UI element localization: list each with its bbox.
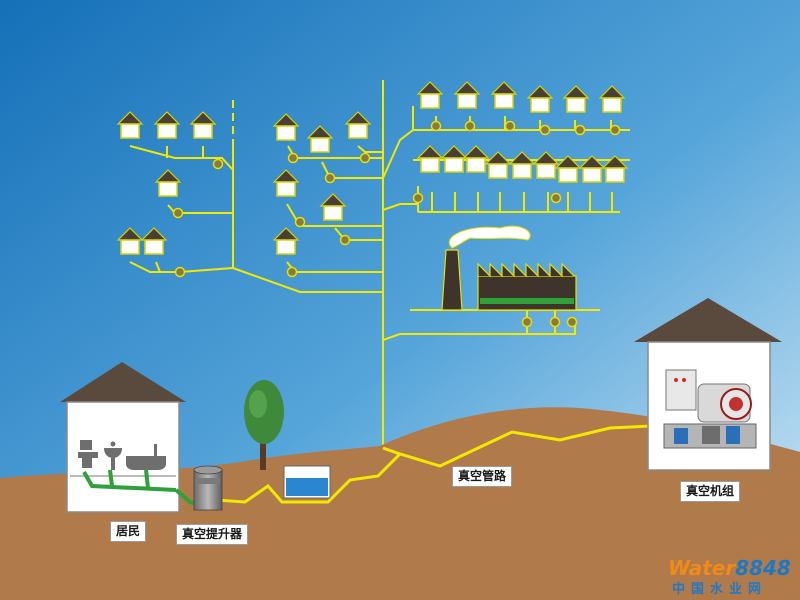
tree: [244, 380, 284, 470]
watermark-brand-part2: 8848: [735, 556, 791, 580]
label-residents: 居民: [110, 521, 147, 542]
watermark-brand: Water8848: [668, 556, 791, 580]
vacuum-unit-house: [634, 298, 782, 471]
label-lift-station: 真空提升器: [176, 524, 249, 545]
watermark-brand-part1: Water: [668, 556, 736, 580]
label-vacuum-unit: 真空机组: [680, 481, 741, 502]
collection-tank: [283, 465, 331, 499]
resident-house: [60, 362, 199, 513]
factory: [441, 225, 577, 311]
underground-vacuum-pipe: [215, 424, 651, 504]
label-vacuum-pipe: 真空管路: [452, 466, 513, 487]
watermark-subtitle: 中国水业网: [672, 582, 768, 597]
ground: [0, 407, 800, 600]
vacuum-lift-station: [193, 465, 223, 511]
